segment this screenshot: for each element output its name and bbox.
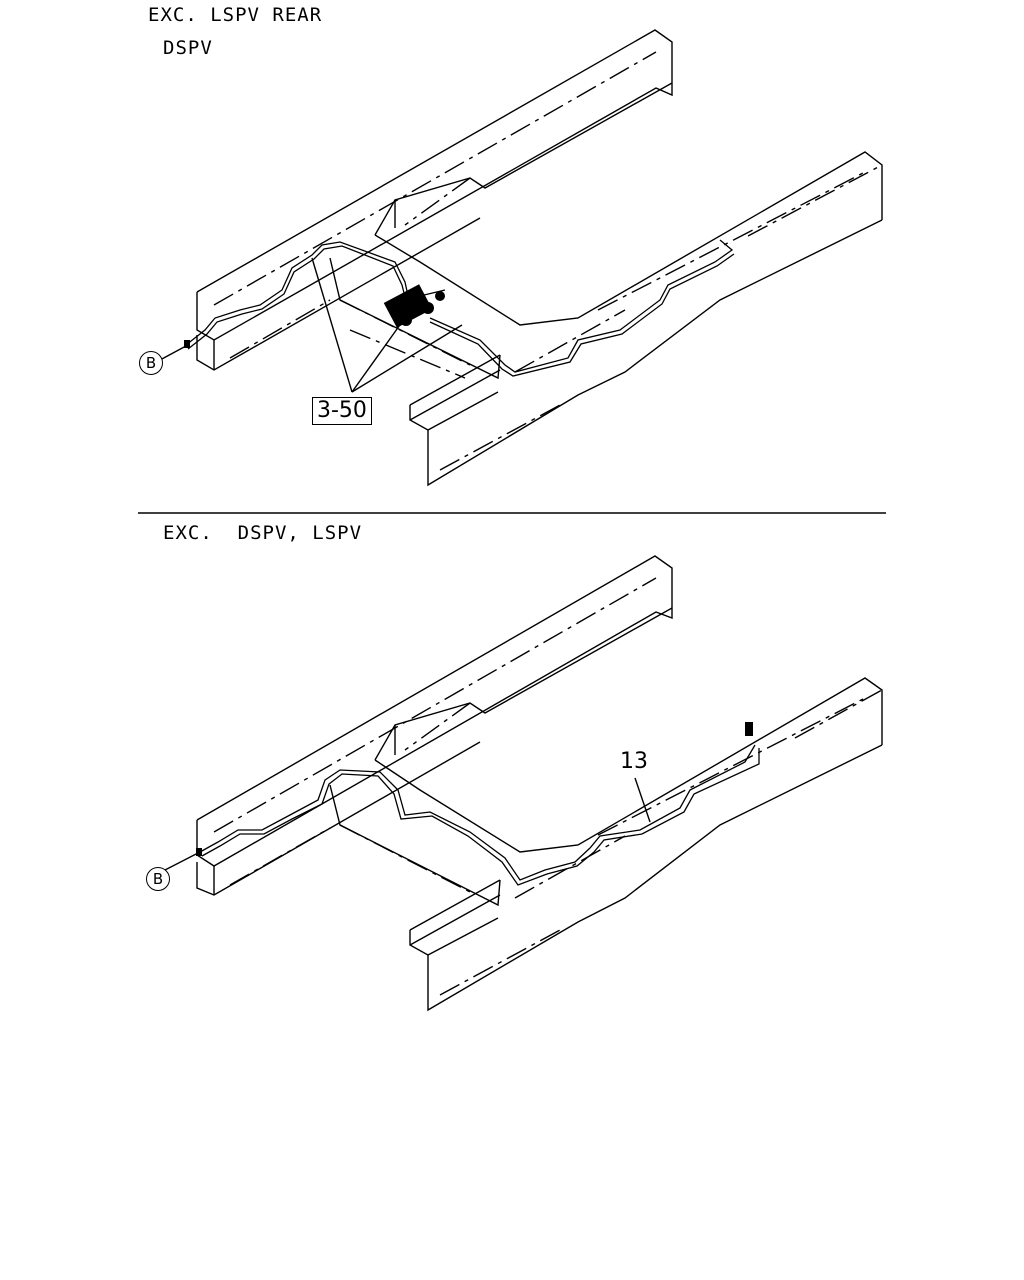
connector-b-ref-bottom: B xyxy=(146,867,170,891)
bottom-title: EXC. DSPV, LSPV xyxy=(163,522,363,544)
top-title-line2: DSPV xyxy=(163,37,213,59)
bottom-frame-diagram xyxy=(164,555,883,1012)
part-number-callout: 13 xyxy=(620,749,648,774)
connector-b-ref-top: B xyxy=(139,351,163,375)
top-title-line1: EXC. LSPV REAR xyxy=(148,4,323,26)
top-frame-diagram xyxy=(159,29,883,487)
reference-callout-box: 3-50 xyxy=(312,397,372,425)
